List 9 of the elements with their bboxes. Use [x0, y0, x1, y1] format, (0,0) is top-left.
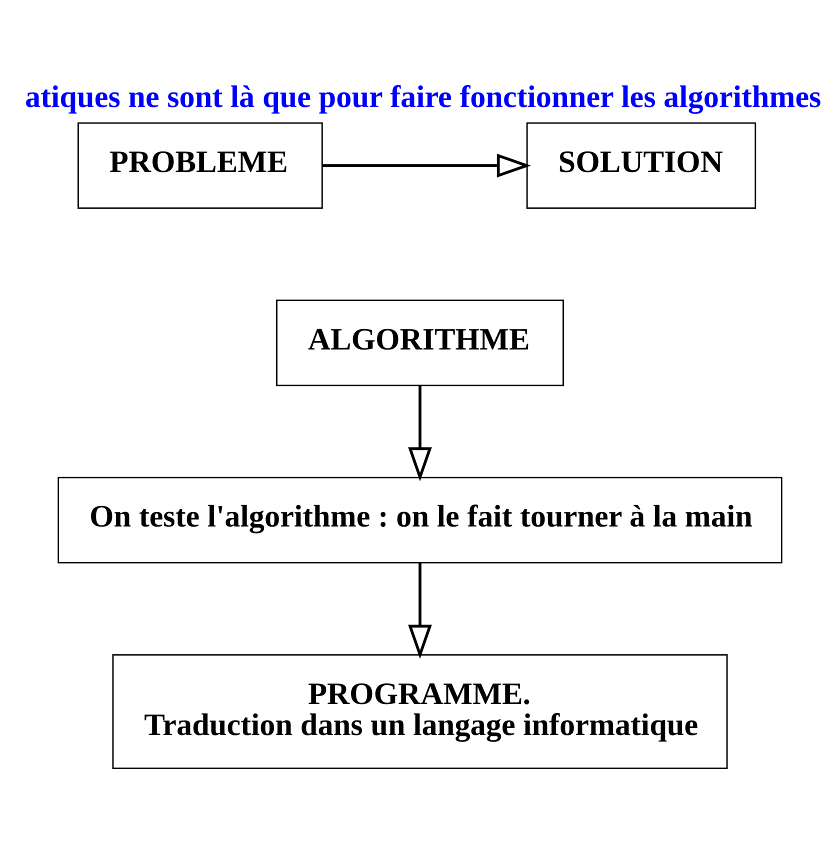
node-box: On teste l'algorithme : on le fait tourner à la main [58, 476, 782, 563]
node-box: PROBLEME [78, 122, 323, 208]
diagram-title: atiques ne sont là que pour faire fonctionner les algorithmes [25, 78, 822, 114]
arrow [322, 153, 531, 178]
node-box: PROGRAMME. Traduction dans un langage informatique [112, 654, 728, 769]
arrow [408, 385, 432, 481]
arrow [408, 562, 432, 658]
node-box: SOLUTION [526, 122, 756, 208]
node-box: ALGORITHME [276, 299, 564, 386]
